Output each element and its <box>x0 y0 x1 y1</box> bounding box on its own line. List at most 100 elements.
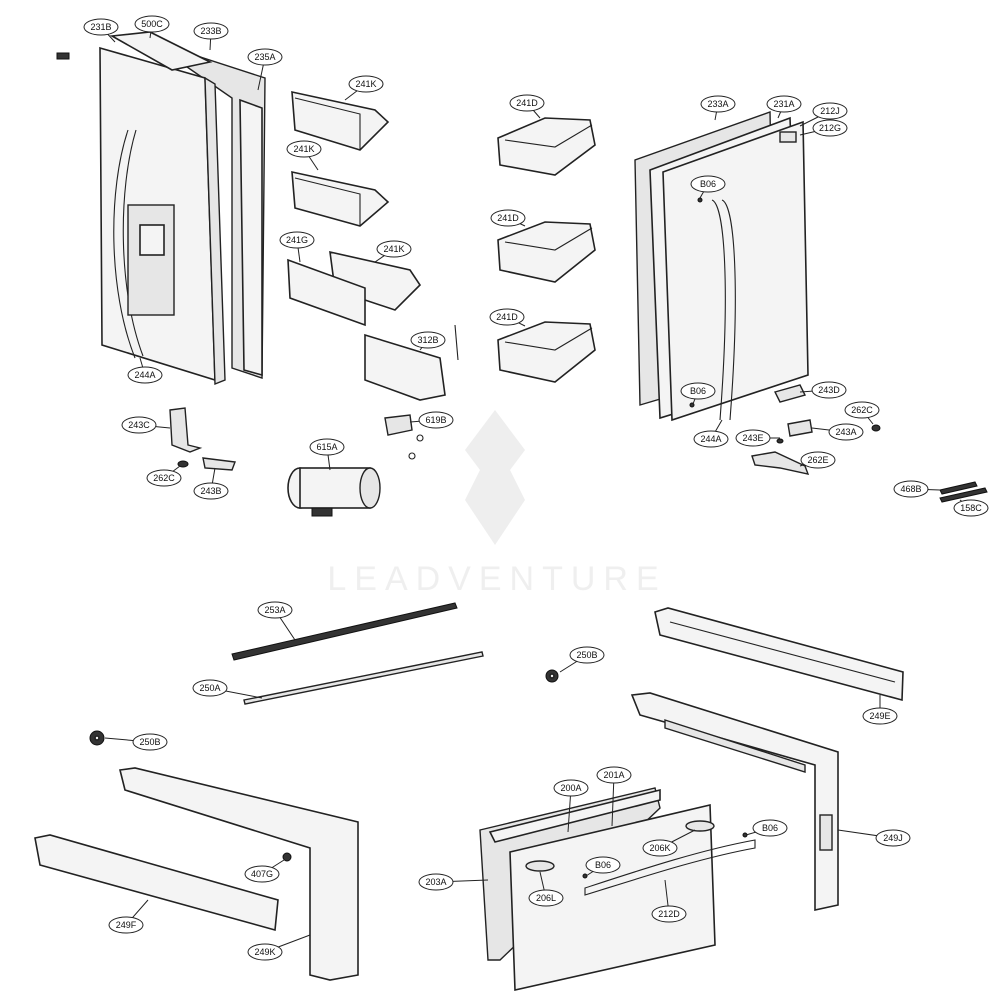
callout-bubble <box>348 75 384 93</box>
callout-158c: 158C <box>953 499 989 517</box>
callout-500c: 500C <box>134 15 170 39</box>
callout-label: B06 <box>690 386 706 396</box>
rail-249F <box>34 834 279 932</box>
callout-bubble <box>752 819 788 837</box>
callout-leader-line <box>611 774 615 827</box>
callout-249j: 249J <box>837 829 911 847</box>
dispenser-recess <box>127 204 175 316</box>
rail-253A <box>231 602 458 661</box>
callout-bubble <box>700 95 736 113</box>
screw-407G <box>282 852 292 862</box>
callout-label: 200A <box>560 783 581 793</box>
gear-250B-right <box>545 669 559 683</box>
callout-262c: 262C <box>844 401 880 425</box>
watermark-logo: LEADVENTURE <box>327 410 666 598</box>
callout-label: 243B <box>200 486 221 496</box>
callout-label: 206L <box>536 893 556 903</box>
callout-bubble <box>279 231 315 249</box>
callout-bubble <box>108 916 144 934</box>
callout-label: 241K <box>293 144 314 154</box>
callout-231b: 231B <box>83 18 119 43</box>
callout-bubble <box>244 865 280 883</box>
drawer-handle-212D <box>584 839 756 896</box>
callout-206k: 206K <box>642 829 696 857</box>
callout-250a: 250A <box>192 679 263 699</box>
callout-label: 249F <box>116 920 137 930</box>
pin-468B <box>939 481 978 495</box>
callout-206l: 206L <box>528 871 564 907</box>
callout-243e: 243E <box>735 429 780 447</box>
callout-250b: 250B <box>104 733 168 751</box>
callout-label: 250B <box>576 650 597 660</box>
callout-label: 312B <box>417 335 438 345</box>
callout-bubble <box>309 438 345 456</box>
callout-label: 619B <box>425 415 446 425</box>
door-outer-panel <box>662 120 809 422</box>
callout-212d: 212D <box>651 879 687 923</box>
callout-label: 243D <box>818 385 840 395</box>
drawer-frame-right-249J <box>630 692 839 911</box>
callout-bubble <box>83 18 119 36</box>
door-bin-312B <box>364 333 446 401</box>
callout-b06: B06 <box>690 175 726 199</box>
callout-250b: 250B <box>559 646 605 673</box>
left-hinge-parts <box>169 407 424 471</box>
center-bins <box>497 117 596 383</box>
callout-bubble <box>811 381 847 399</box>
callout-249k: 249K <box>247 934 311 961</box>
callout-label: 241D <box>497 213 519 223</box>
callout-244a: 244A <box>693 419 729 448</box>
callout-label: B06 <box>700 179 716 189</box>
callout-label: 212G <box>819 123 841 133</box>
watermark-text: LEADVENTURE <box>327 560 666 598</box>
callout-label: 249J <box>883 833 903 843</box>
callout-249f: 249F <box>108 899 149 934</box>
callout-233b: 233B <box>193 22 229 51</box>
dispenser-paddle <box>139 224 165 256</box>
hinge-243B <box>202 457 236 471</box>
door-bin-241G <box>287 258 366 327</box>
callout-bubble <box>800 451 836 469</box>
callout-bubble <box>642 839 678 857</box>
callout-label: 231B <box>90 22 111 32</box>
callout-243d: 243D <box>799 381 847 399</box>
callout-bubble <box>134 15 170 33</box>
callout-label: 235A <box>254 52 275 62</box>
callout-label: 253A <box>264 605 285 615</box>
callout-bubble <box>192 679 228 697</box>
callout-label: 249E <box>869 711 890 721</box>
callout-label: 468B <box>900 484 921 494</box>
callout-619b: 619B <box>409 411 454 429</box>
callout-241d: 241D <box>509 94 545 119</box>
callout-201a: 201A <box>596 766 632 827</box>
left-door-bins <box>287 90 459 401</box>
door-handle-left <box>113 129 136 359</box>
callout-bubble <box>418 873 454 891</box>
callout-label: 241K <box>355 79 376 89</box>
callout-bubble <box>410 331 446 349</box>
small-plug-part <box>56 52 70 60</box>
callout-bubble <box>953 499 989 517</box>
callout-bubble <box>828 423 864 441</box>
gear-250B-left <box>89 730 105 746</box>
callout-249e: 249E <box>862 695 898 725</box>
door-bin-241D-3 <box>497 321 596 383</box>
callout-bubble <box>553 779 589 797</box>
callout-bubble <box>528 889 564 907</box>
drawer-frame-left <box>34 767 359 981</box>
callout-label: 158C <box>960 503 982 513</box>
end-cap-206L <box>525 860 555 872</box>
callout-212j: 212J <box>799 102 848 127</box>
slide-rail-249E <box>654 607 904 702</box>
callout-bubble <box>690 175 726 193</box>
callout-bubble <box>509 94 545 112</box>
callout-bubble <box>193 482 229 500</box>
callout-243a: 243A <box>811 423 864 441</box>
callout-253a: 253A <box>257 601 296 641</box>
callout-200a: 200A <box>553 779 589 833</box>
callout-bubble <box>418 411 454 429</box>
callout-bubble <box>875 829 911 847</box>
left-door-assembly <box>56 31 266 386</box>
